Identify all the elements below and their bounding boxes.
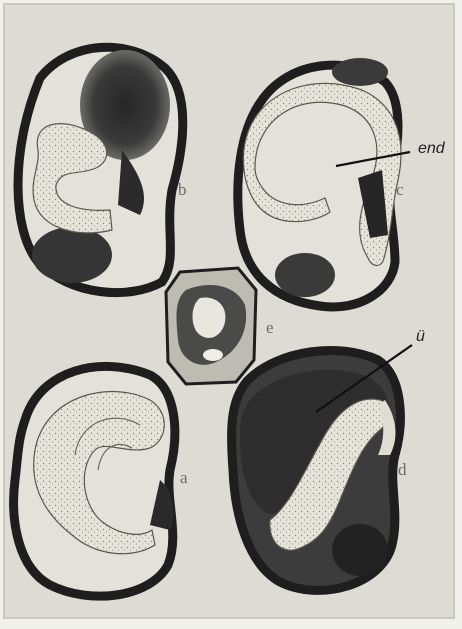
panel-label-c: c xyxy=(396,180,404,200)
annotation-end: end xyxy=(418,140,445,158)
section-e xyxy=(166,268,256,384)
annotation-u-umlaut: ü xyxy=(416,328,425,346)
panel-label-a: a xyxy=(180,468,188,488)
section-c xyxy=(238,58,401,307)
panel-label-b: b xyxy=(178,180,187,200)
section-d xyxy=(232,350,401,590)
panel-label-e: e xyxy=(266,318,274,338)
panel-label-d: d xyxy=(398,460,407,480)
section-b xyxy=(18,47,183,292)
section-a xyxy=(14,366,175,596)
